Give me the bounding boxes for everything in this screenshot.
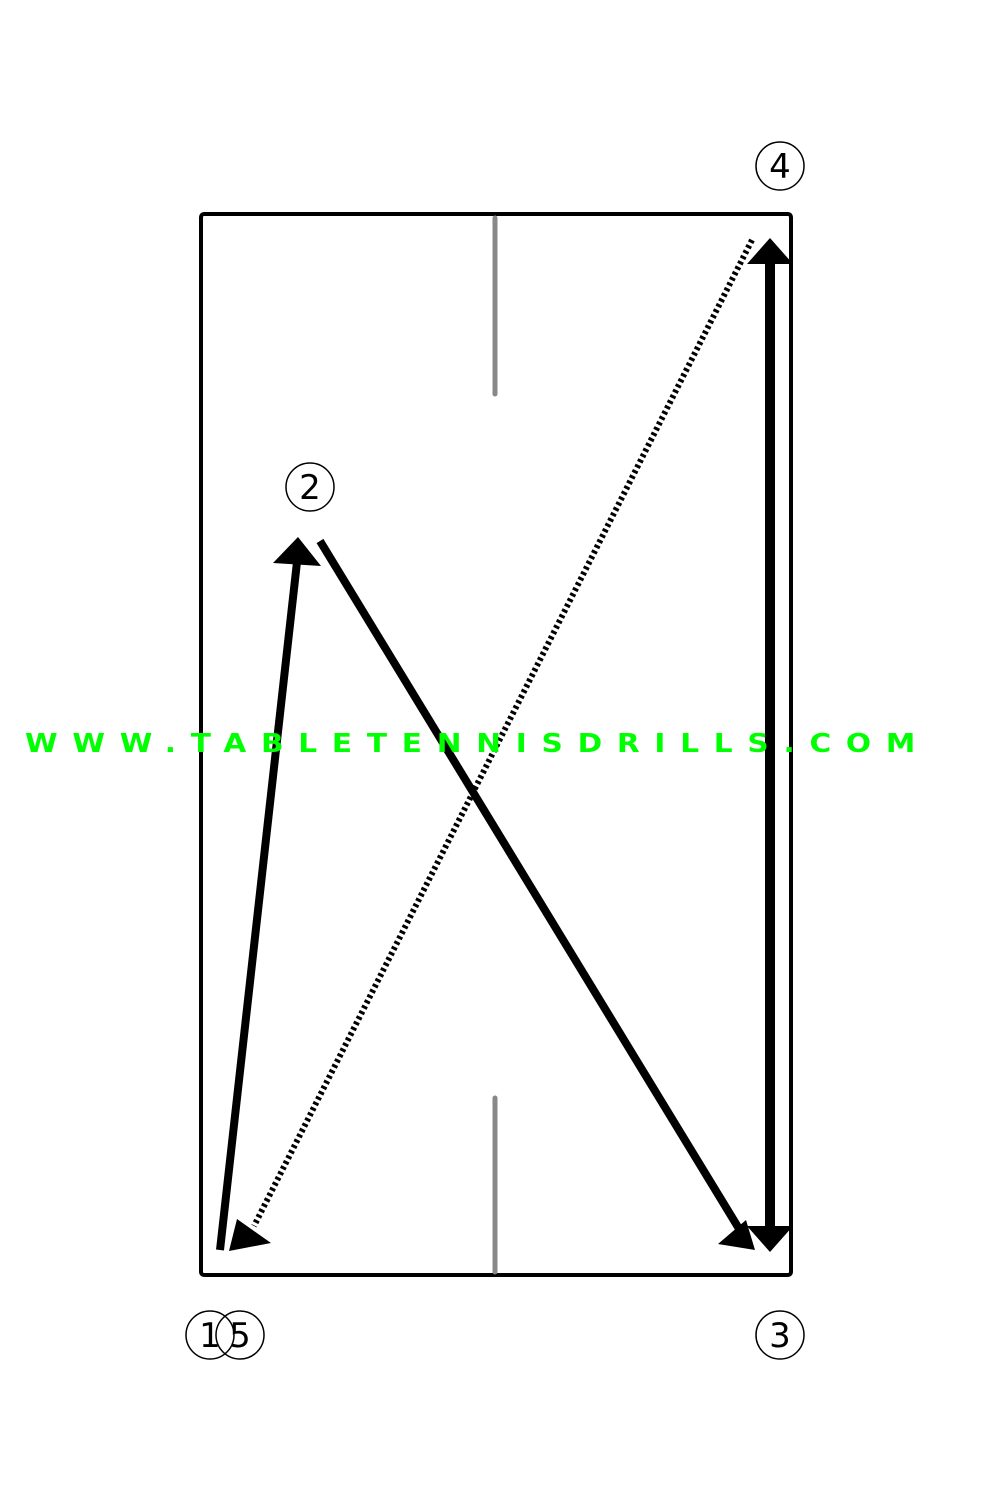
marker-5-circle bbox=[215, 1310, 265, 1360]
marker-1-label: 1 bbox=[199, 1316, 221, 1356]
marker-4-circle bbox=[755, 141, 805, 191]
arrow-2-to-3 bbox=[316, 538, 745, 1235]
table-outline bbox=[199, 212, 793, 1277]
marker-1: 1 bbox=[185, 1310, 235, 1360]
marker-4-label: 4 bbox=[769, 147, 791, 187]
marker-2-circle bbox=[285, 462, 335, 512]
arrow-4-to-5 bbox=[251, 238, 755, 1228]
marker-5-label: 5 bbox=[229, 1316, 251, 1356]
marker-3-circle bbox=[755, 1310, 805, 1360]
marker-5: 5 bbox=[215, 1310, 265, 1360]
arrow-1-to-2 bbox=[216, 561, 301, 1251]
arrowhead-at-3 bbox=[718, 1220, 755, 1250]
marker-1-circle bbox=[185, 1310, 235, 1360]
marker-4: 4 bbox=[755, 141, 805, 191]
arrowhead-at-4 bbox=[747, 238, 793, 264]
watermark: WWW.TABLETENNISDRILLS.COM bbox=[25, 729, 930, 759]
marker-3-label: 3 bbox=[769, 1316, 791, 1356]
arrowhead-at-2 bbox=[273, 537, 321, 566]
marker-2: 2 bbox=[285, 462, 335, 512]
marker-2-label: 2 bbox=[299, 468, 321, 508]
arrowhead-at-3-vertical bbox=[747, 1226, 793, 1252]
marker-3: 3 bbox=[755, 1310, 805, 1360]
arrowhead-at-5 bbox=[229, 1219, 271, 1251]
